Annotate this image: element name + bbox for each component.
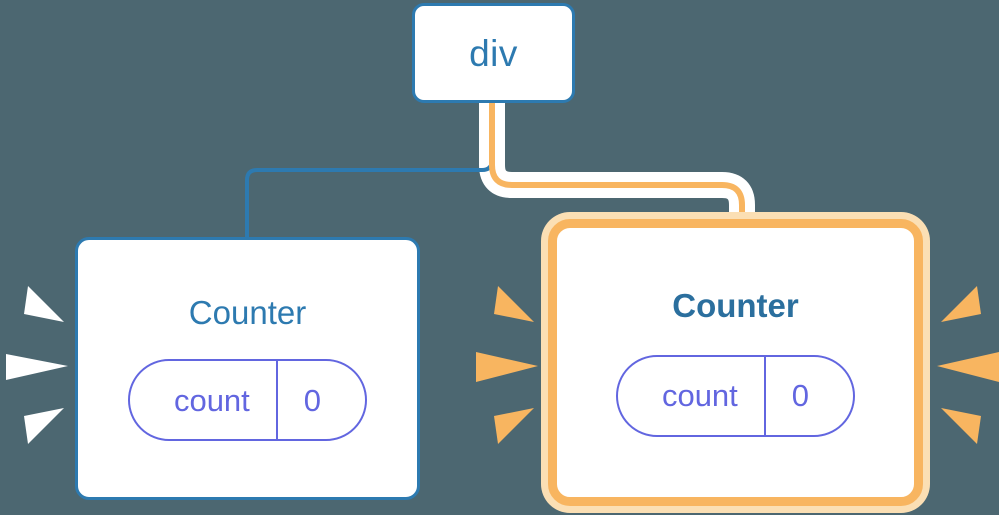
ray-lower-icon: [24, 408, 64, 444]
counter-left-state-key: count: [130, 361, 278, 439]
counter-left-state-pill: count 0: [127, 359, 368, 441]
counter-right-state-value: 0: [791, 378, 810, 413]
div-node-label: div: [469, 32, 518, 74]
counter-right[interactable]: Counter count 0: [548, 219, 923, 506]
sparkle-rays-right-counter-left: [476, 286, 538, 444]
ray-middle-icon: [476, 352, 538, 382]
counter-left-title: Counter: [188, 294, 307, 331]
counter-left-content: Counter count 0: [78, 240, 417, 497]
ray-middle-icon: [937, 352, 999, 382]
sparkle-rays-right-counter-right: [937, 286, 999, 444]
edge-div-to-counter-right: [489, 103, 745, 232]
ray-upper-icon: [941, 286, 981, 322]
counter-left[interactable]: Counter count 0: [75, 237, 420, 500]
ray-upper-icon: [24, 286, 64, 322]
counter-left-state-value: 0: [303, 382, 322, 418]
ray-upper-icon: [494, 286, 534, 322]
sparkle-rays-left-counter: [6, 286, 68, 444]
counter-right-state-key: count: [618, 356, 766, 435]
edge-div-to-counter-left: [245, 103, 494, 243]
counter-right-state-pill: count 0: [615, 354, 856, 437]
counter-right-title: Counter: [672, 286, 799, 324]
div-node[interactable]: div: [412, 3, 575, 103]
counter-right-content: Counter count 0: [557, 228, 914, 497]
ray-lower-icon: [941, 408, 981, 444]
ray-middle-icon: [6, 354, 68, 380]
ray-lower-icon: [494, 408, 534, 444]
edge-halo-right: [479, 103, 755, 232]
